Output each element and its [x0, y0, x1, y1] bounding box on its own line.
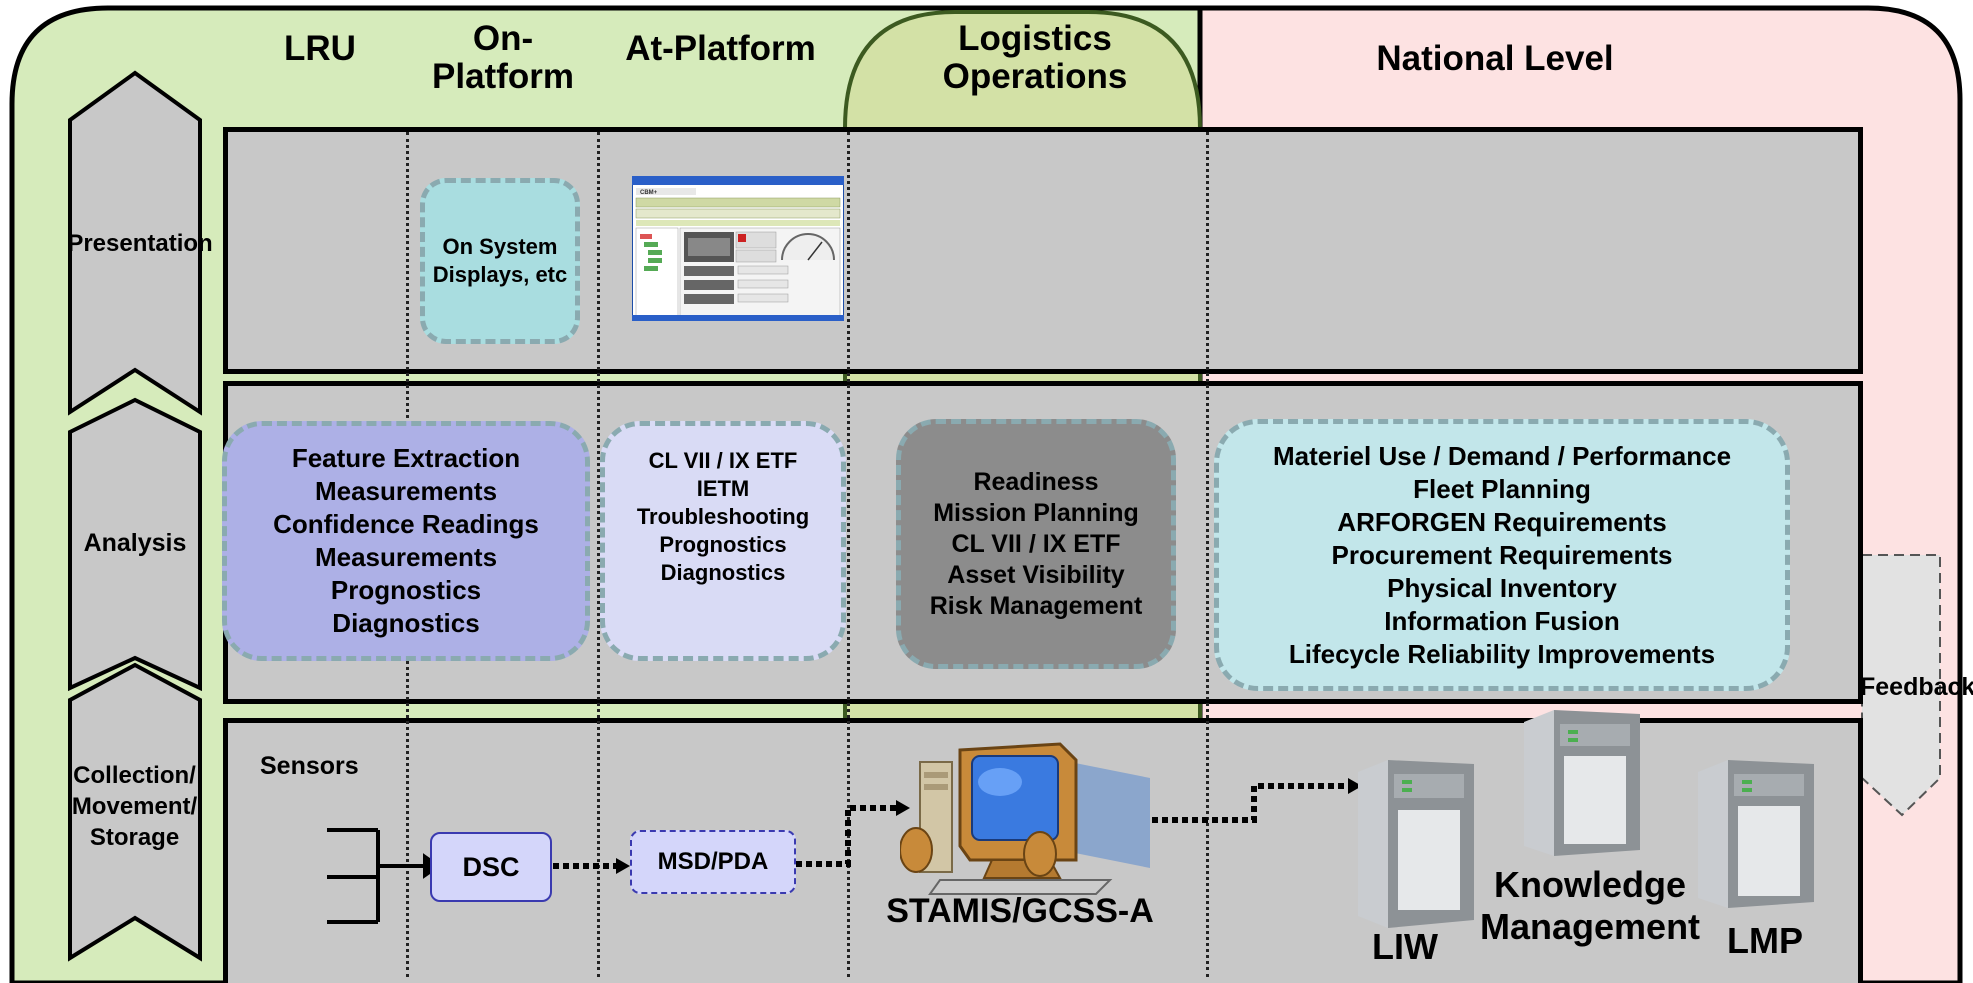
header-logistics-line1: Logistics: [958, 19, 1112, 58]
sensor-bracket: [327, 828, 442, 924]
knowledge-management-line1: Knowledge: [1493, 864, 1686, 905]
header-on-platform: On- Platform: [418, 20, 588, 96]
national-analysis-line3: ARFORGEN Requirements: [1337, 506, 1667, 537]
header-logistics-line2: Operations: [942, 57, 1128, 96]
screenshot-title: CBM+: [640, 190, 658, 196]
national-analysis-line1: Materiel Use / Demand / Performance: [1272, 440, 1732, 471]
logistics-analysis-box: Readiness Mission Planning CL VII / IX E…: [896, 419, 1176, 669]
separator-atplatform-logistics: [847, 132, 850, 977]
dsc-label: DSC: [462, 851, 520, 882]
national-analysis-line4: Procurement Requirements: [1331, 539, 1673, 570]
logistics-analysis-line5: Risk Management: [929, 591, 1143, 620]
computer-icon: [900, 742, 1150, 895]
liw-server-icon: [1358, 760, 1474, 928]
msd-pda-label: MSD/PDA: [657, 848, 769, 875]
collection-chevron: [68, 662, 202, 962]
layer-collection-line3: Storage: [89, 824, 180, 851]
national-analysis-line5: Physical Inventory: [1387, 572, 1617, 603]
dsc-box: DSC: [430, 832, 552, 902]
lru-analysis-line1: Feature Extraction: [291, 443, 521, 473]
sensors-label: Sensors: [260, 752, 359, 780]
logistics-analysis-line3: CL VII / IX ETF: [951, 529, 1121, 558]
national-analysis-line7: Lifecycle Reliability Improvements: [1288, 638, 1716, 669]
separator-logistics-national: [1206, 132, 1209, 977]
logistics-analysis-line1: Readiness: [973, 467, 1099, 496]
header-logistics-operations: Logistics Operations: [900, 20, 1170, 96]
lru-analysis-line6: Diagnostics: [332, 608, 480, 638]
feedback-label: Feedback: [1860, 673, 1973, 701]
header-on-platform-line1: On-: [472, 19, 534, 58]
lru-analysis-line3: Confidence Readings: [273, 509, 539, 539]
header-national-level: National Level: [1376, 39, 1614, 78]
header-at-platform: At-Platform: [625, 29, 816, 68]
lmp-server-icon: [1698, 760, 1814, 908]
layer-presentation-label: Presentation: [67, 230, 213, 257]
knowledge-management-line2: Management: [1480, 906, 1701, 947]
lru-analysis-line5: Prognostics: [330, 575, 482, 605]
layer-collection-line1: Collection/: [73, 762, 196, 789]
layer-collection-label: Collection/ Movement/ Storage: [62, 760, 207, 853]
lru-analysis-line2: Measurements: [314, 476, 498, 506]
msd-pda-box: MSD/PDA: [630, 830, 796, 894]
national-analysis-box: Materiel Use / Demand / Performance Flee…: [1214, 419, 1790, 691]
logistics-analysis-line4: Asset Visibility: [947, 560, 1125, 589]
lmp-label: LMP: [1727, 920, 1803, 961]
at-platform-analysis-box: CL VII / IX ETF IETM Troubleshooting Pro…: [600, 421, 846, 661]
stamis-gcss-label: STAMIS/GCSS-A: [886, 892, 1154, 930]
logistics-analysis-line2: Mission Planning: [933, 498, 1139, 527]
feedback-arrow-shape: [1861, 554, 1941, 817]
presentation-chevron: [68, 70, 202, 416]
at-platform-analysis-line2: IETM: [696, 476, 750, 501]
stamis-to-liw-arrow: [1152, 783, 1350, 823]
on-system-displays-box: On System Displays, etc: [420, 178, 580, 344]
national-analysis-line2: Fleet Planning: [1413, 473, 1591, 504]
layer-collection-line2: Movement/: [71, 793, 198, 820]
header-on-platform-line2: Platform: [432, 57, 574, 96]
at-platform-analysis-line3: Troubleshooting: [636, 504, 810, 529]
at-platform-analysis-line4: Prognostics: [659, 532, 787, 557]
analysis-chevron: [68, 397, 202, 692]
lru-analysis-box: Feature Extraction Measurements Confiden…: [222, 421, 590, 661]
layer-analysis-label: Analysis: [83, 529, 187, 557]
knowledge-management-server-icon: [1524, 710, 1640, 856]
at-platform-analysis-line1: CL VII / IX ETF: [648, 448, 798, 473]
at-platform-analysis-line5: Diagnostics: [660, 560, 786, 585]
separator-onplatform-atplatform: [597, 132, 600, 977]
on-system-displays-line2: Displays, etc: [432, 262, 568, 287]
on-system-displays-line1: On System: [442, 234, 558, 259]
liw-label: LIW: [1372, 926, 1438, 967]
lru-analysis-line4: Measurements: [314, 542, 498, 572]
header-lru: LRU: [284, 29, 356, 68]
national-analysis-line6: Information Fusion: [1384, 605, 1620, 636]
knowledge-management-label: Knowledge Management: [1480, 864, 1700, 948]
application-screenshot-thumbnail: CBM+: [632, 176, 844, 321]
msd-to-stamis-arrow: [796, 805, 898, 867]
